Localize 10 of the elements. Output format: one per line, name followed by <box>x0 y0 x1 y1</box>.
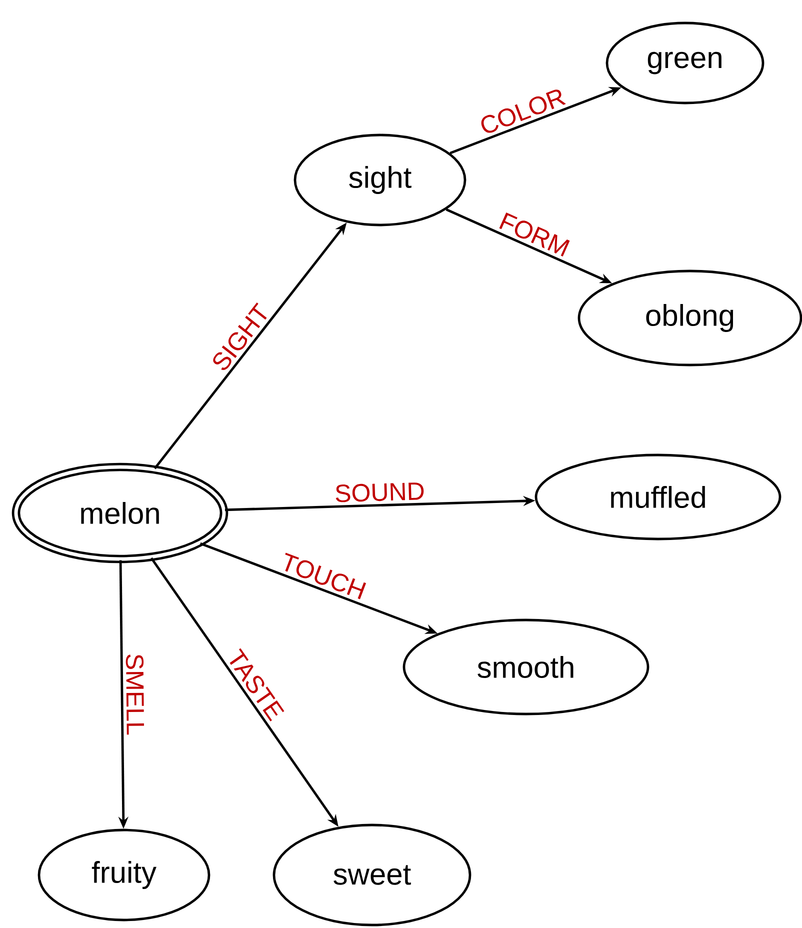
edge-label: SOUND <box>336 482 424 502</box>
ellipse-node: smooth <box>402 618 650 716</box>
ellipse-node: melon <box>12 462 228 564</box>
ellipse-node: fruity <box>38 828 210 922</box>
ellipse-node: oblong <box>578 270 802 366</box>
ellipse-node: sight <box>294 134 466 226</box>
ellipse-node: sweet <box>272 824 472 926</box>
edge-label: SMELL <box>126 654 144 735</box>
ellipse-node: muffled <box>534 454 782 540</box>
ellipse-node: green <box>606 22 764 104</box>
